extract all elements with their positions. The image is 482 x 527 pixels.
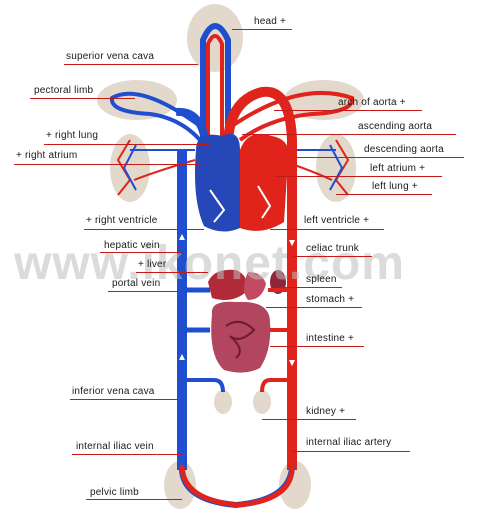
right-lung-vessels: [116, 139, 196, 196]
label-right-atrium[interactable]: + right atrium: [16, 150, 78, 161]
liver-shape: [208, 269, 247, 300]
rule-descending-aorta: [296, 157, 464, 158]
rule-internal-iliac-artery: [292, 451, 410, 452]
label-left-lung[interactable]: left lung +: [372, 181, 418, 192]
rule-pelvic-limb: [86, 499, 182, 500]
rule-stomach: [266, 307, 362, 308]
right-pelvic-silhouette: [164, 461, 196, 509]
label-descending-aorta: descending aorta: [364, 144, 444, 155]
right-limb-silhouette: [97, 80, 177, 120]
watermark: www.ikonet.com: [14, 237, 405, 290]
label-superior-vena-cava[interactable]: superior vena cava: [66, 51, 155, 62]
label-kidney[interactable]: kidney +: [306, 406, 346, 417]
label-inferior-vena-cava: inferior vena cava: [72, 386, 155, 397]
label-left-atrium[interactable]: left atrium +: [370, 163, 426, 174]
rule-ascending-aorta: [242, 134, 456, 135]
kidney-left-silhouette: [253, 390, 271, 414]
rule-head: [232, 29, 292, 30]
rule-kidney: [262, 419, 356, 420]
left-pelvic-silhouette: [279, 461, 311, 509]
label-arch-of-aorta[interactable]: arch of aorta +: [338, 97, 406, 108]
label-celiac-trunk: celiac trunk: [306, 243, 359, 254]
iliac-vein-loop: [178, 464, 295, 509]
rule-left-lung: [336, 194, 432, 195]
right-limb-vein: [109, 91, 202, 142]
label-pelvic-limb: pelvic limb: [90, 487, 139, 498]
rule-arch-of-aorta: [274, 110, 422, 111]
rule-left-ventricle: [270, 229, 384, 230]
abdominal-organs: [208, 269, 286, 373]
label-internal-iliac-artery: internal iliac artery: [306, 437, 392, 448]
intestine-shape: [211, 301, 271, 373]
label-pectoral-limb: pectoral limb: [34, 85, 94, 96]
label-liver[interactable]: + liver: [138, 259, 167, 270]
pulmonary-branch: [175, 107, 209, 141]
rule-internal-iliac-vein: [72, 454, 182, 455]
heart-left-side: [240, 133, 289, 231]
head-artery-loop: [206, 34, 224, 140]
rule-liver: [136, 272, 208, 273]
label-portal-vein: portal vein: [112, 278, 161, 289]
iliac-artery-loop: [179, 464, 295, 508]
rule-right-ventricle: [84, 229, 204, 230]
heart-right-side: [195, 133, 240, 232]
rule-right-atrium: [14, 164, 200, 165]
rule-portal-vein: [108, 291, 210, 292]
label-intestine[interactable]: intestine +: [306, 333, 355, 344]
label-spleen: spleen: [306, 274, 337, 285]
rule-inferior-vena-cava: [70, 399, 182, 400]
rule-superior-vena-cava: [64, 64, 198, 65]
rule-left-atrium: [274, 176, 442, 177]
rule-right-lung: [44, 144, 210, 145]
label-left-ventricle[interactable]: left ventricle +: [304, 215, 370, 226]
left-lung-silhouette: [316, 134, 356, 202]
aortic-arch: [223, 86, 297, 160]
rule-hepatic-vein: [100, 252, 182, 253]
rule-pectoral-limb: [30, 98, 135, 99]
label-hepatic-vein: hepatic vein: [104, 240, 160, 251]
rule-celiac-trunk: [292, 256, 372, 257]
label-head[interactable]: head +: [254, 16, 287, 27]
label-right-ventricle[interactable]: + right ventricle: [86, 215, 158, 226]
head-vein-loop: [200, 23, 231, 140]
label-internal-iliac-vein: internal iliac vein: [76, 441, 154, 452]
label-ascending-aorta: ascending aorta: [358, 121, 433, 132]
stomach-shape: [244, 272, 266, 300]
heart: [195, 133, 289, 232]
label-stomach[interactable]: stomach +: [306, 294, 355, 305]
flow-arrows: [179, 234, 295, 366]
rule-intestine: [270, 346, 364, 347]
label-right-lung[interactable]: + right lung: [46, 130, 99, 141]
kidney-right-silhouette: [214, 390, 232, 414]
rule-spleen: [280, 287, 342, 288]
